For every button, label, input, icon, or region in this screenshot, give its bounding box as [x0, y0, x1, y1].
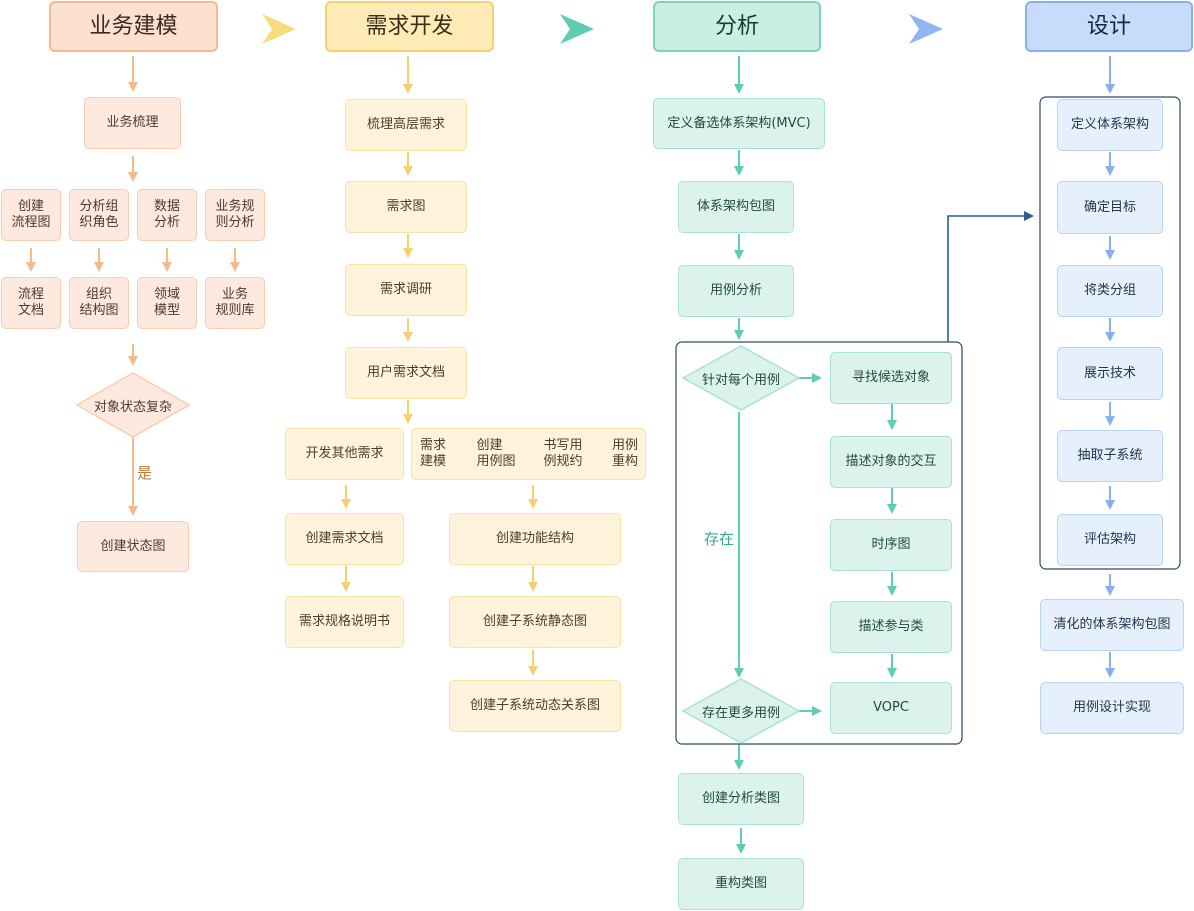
step-user-requirement-document: 用户需求文档 [345, 347, 467, 399]
chain-write-use-case-spec: 书写用 例规约 [543, 438, 583, 469]
step-business-sorting: 业务梳理 [84, 97, 181, 149]
output-org-chart: 组织 结构图 [69, 277, 129, 329]
step-create-state-diagram: 创建状态图 [77, 521, 189, 572]
step-define-candidate-architecture: 定义备选体系架构(MVC) [653, 98, 825, 149]
decision-state-label: 对象状态复杂 [93, 399, 172, 415]
step-evaluate-architecture: 评估架构 [1057, 514, 1163, 566]
chain-use-case-refactor: 用例 重构 [611, 438, 638, 469]
step-create-subsystem-dynamic-diagram: 创建子系统动态关系图 [449, 680, 621, 732]
step-create-requirement-document: 创建需求文档 [285, 513, 404, 565]
use-case-loop-group [675, 341, 963, 745]
decision-diamond-state [75, 372, 191, 438]
step-use-case-design-realization: 用例设计实现 [1040, 682, 1184, 734]
step-describe-participating-classes: 描述参与类 [830, 601, 952, 653]
exist-label: 存在 [704, 530, 735, 548]
step-group-classes: 将类分组 [1057, 265, 1163, 317]
analysis-arrows [734, 56, 897, 854]
step-requirement-research: 需求调研 [345, 264, 467, 316]
step-use-case-analysis: 用例分析 [678, 265, 794, 317]
branch-business-rule-analysis: 业务规 则分析 [205, 189, 265, 241]
step-requirement-specification: 需求规格说明书 [285, 596, 404, 648]
step-describe-object-interaction: 描述对象的交互 [830, 436, 952, 488]
use-case-chain-group [411, 428, 646, 480]
branch-analyze-org-roles: 分析组 织角色 [69, 189, 129, 241]
decision-more-use-cases-label: 存在更多用例 [701, 705, 780, 721]
output-business-rule-library: 业务 规则库 [205, 277, 265, 329]
architecture-group [1039, 96, 1181, 570]
step-refactor-class-diagram: 重构类图 [678, 858, 804, 910]
yes-label: 是 [137, 464, 153, 482]
step-sequence-diagram: 时序图 [830, 519, 952, 571]
header-requirements: 需求开发 [325, 1, 494, 52]
column-arrow-1 [262, 14, 296, 44]
analysis-to-design-link [947, 211, 1034, 342]
step-requirement-diagram: 需求图 [345, 181, 467, 233]
step-sort-high-level-requirements: 梳理高层需求 [345, 99, 467, 151]
decision-each-use-case-label: 针对每个用例 [701, 372, 780, 388]
step-extract-subsystem: 抽取子系统 [1057, 430, 1163, 482]
header-business-modeling: 业务建模 [49, 1, 218, 52]
output-flow-document: 流程 文档 [1, 277, 61, 329]
step-create-subsystem-static-diagram: 创建子系统静态图 [449, 596, 621, 648]
step-vopc: VOPC [830, 682, 952, 734]
column-arrow-2 [560, 14, 594, 44]
header-design: 设计 [1025, 1, 1193, 52]
header-analysis: 分析 [653, 1, 821, 52]
branch-data-analysis: 数据 分析 [137, 189, 197, 241]
chain-requirement-modeling: 需求 建模 [419, 438, 446, 469]
output-domain-model: 领域 模型 [137, 277, 197, 329]
step-create-analysis-class-diagram: 创建分析类图 [678, 773, 804, 825]
step-show-technology: 展示技术 [1057, 347, 1163, 400]
step-define-architecture: 定义体系架构 [1057, 99, 1163, 151]
branch-create-flowchart: 创建 流程图 [1, 189, 61, 241]
column-arrow-3 [909, 14, 943, 44]
decision-diamond-each-use-case [681, 345, 801, 411]
step-refined-architecture-package-diagram: 清化的体系架构包图 [1040, 599, 1184, 651]
step-find-candidate-objects: 寻找候选对象 [830, 352, 952, 404]
chain-create-use-case-diagram: 创建 用例图 [476, 438, 516, 469]
step-create-function-structure: 创建功能结构 [449, 513, 621, 565]
step-determine-goals: 确定目标 [1057, 181, 1163, 234]
business-arrows [26, 56, 240, 516]
step-develop-other-requirements: 开发其他需求 [285, 428, 404, 480]
decision-diamond-more-use-cases [681, 678, 801, 744]
step-architecture-package-diagram: 体系架构包图 [678, 181, 794, 233]
